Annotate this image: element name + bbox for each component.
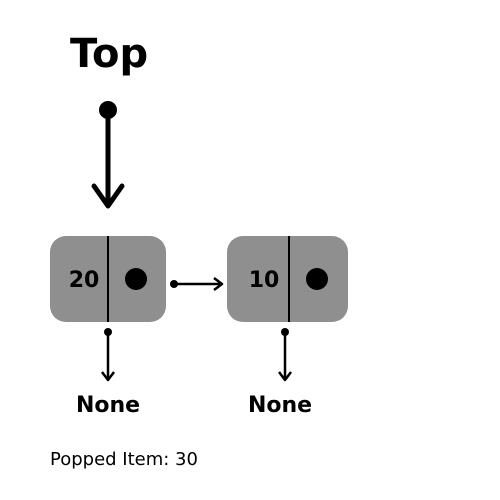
node-2-value: 10 (249, 268, 280, 293)
node-2-box (227, 236, 348, 322)
top-pointer-head (91, 183, 125, 209)
node-2-none-arrow-head (278, 371, 292, 382)
popped-item-status: Popped Item: 30 (50, 449, 198, 470)
node-1-value: 20 (69, 268, 100, 293)
node-link-arrow-head (213, 277, 224, 291)
node-1: 20 (50, 236, 166, 322)
top-label: Top (70, 31, 148, 77)
node-2-none-arrow (278, 328, 292, 382)
node-1-next-pointer-dot (125, 268, 147, 290)
node-2-none-label: None (248, 393, 312, 418)
node-link-arrow (170, 277, 224, 291)
node-1-none-label: None (76, 393, 140, 418)
top-pointer-arrow (91, 101, 125, 209)
node-1-none-arrow (101, 328, 115, 382)
node-2: 10 (227, 236, 348, 322)
node-2-next-pointer-dot (306, 268, 328, 290)
node-1-none-arrow-head (101, 371, 115, 382)
